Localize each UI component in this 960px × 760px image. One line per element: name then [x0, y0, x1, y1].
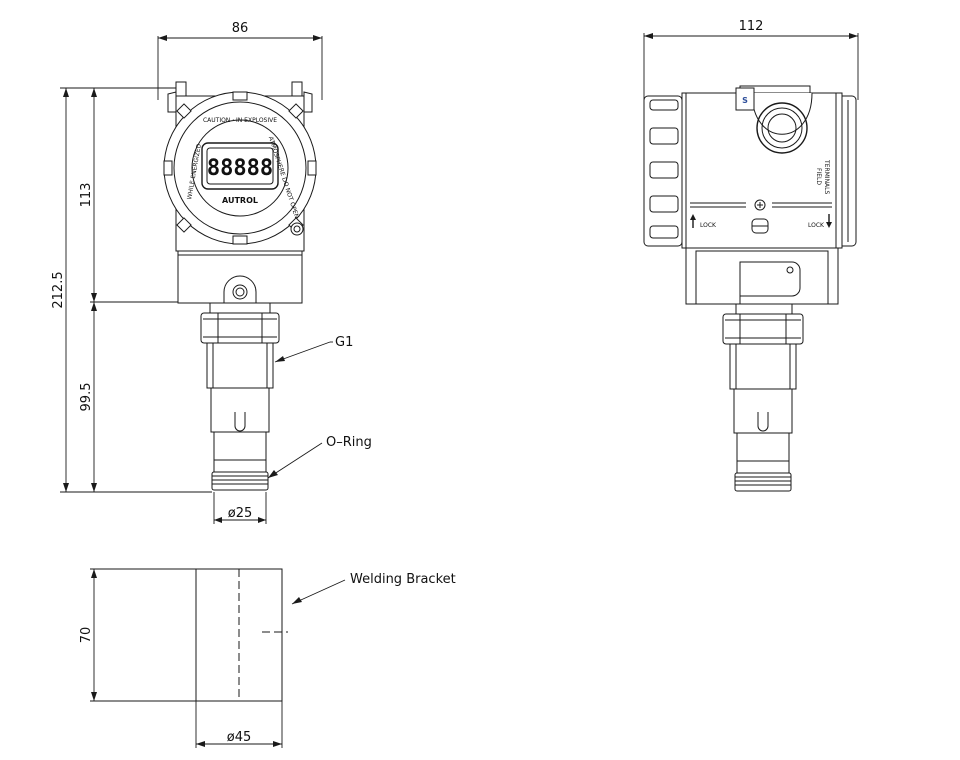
field-terminals-label-2: TERMINALS	[823, 159, 830, 195]
dim-heights: 212.5 113 99.5	[51, 87, 212, 493]
dim-front-width-label: 86	[232, 21, 249, 36]
callout-oring-label: O–Ring	[326, 435, 372, 450]
dim-front-width: 86	[157, 21, 323, 100]
dim-process-height-label: 99.5	[79, 383, 94, 412]
side-view: 112 S FIELD TERMINALS	[643, 19, 859, 492]
callout-thread: G1	[274, 335, 353, 363]
field-terminals-label-1: FIELD	[815, 168, 822, 185]
dim-total-height-label: 212.5	[51, 271, 66, 308]
callout-thread-label: G1	[335, 335, 353, 350]
side-badge: S	[742, 96, 748, 105]
ring-text-top: CAUTION · IN EXPLOSIVE	[203, 117, 277, 124]
dim-process-diameter-label: ø25	[228, 506, 253, 521]
lcd-display: 88888	[207, 156, 273, 181]
dim-bracket-height-label: 70	[79, 627, 94, 644]
dim-process-diameter: ø25	[213, 492, 267, 524]
brand-logo: AUTROL	[222, 196, 258, 205]
welding-bracket-view: 70 ø45 Welding Bracket	[79, 568, 456, 748]
dim-side-width: 112	[643, 19, 859, 100]
front-view: 86 CAUTION · IN EXPLOSIVE ATMOSPHE	[51, 21, 372, 524]
dim-head-height-label: 113	[79, 183, 94, 208]
callout-bracket-label: Welding Bracket	[350, 572, 456, 587]
callout-oring: O–Ring	[267, 435, 372, 479]
lock-left-label: LOCK	[700, 222, 717, 229]
dim-side-width-label: 112	[739, 19, 764, 34]
lock-right-label: LOCK	[808, 222, 825, 229]
dim-bracket-diameter-label: ø45	[227, 730, 252, 745]
